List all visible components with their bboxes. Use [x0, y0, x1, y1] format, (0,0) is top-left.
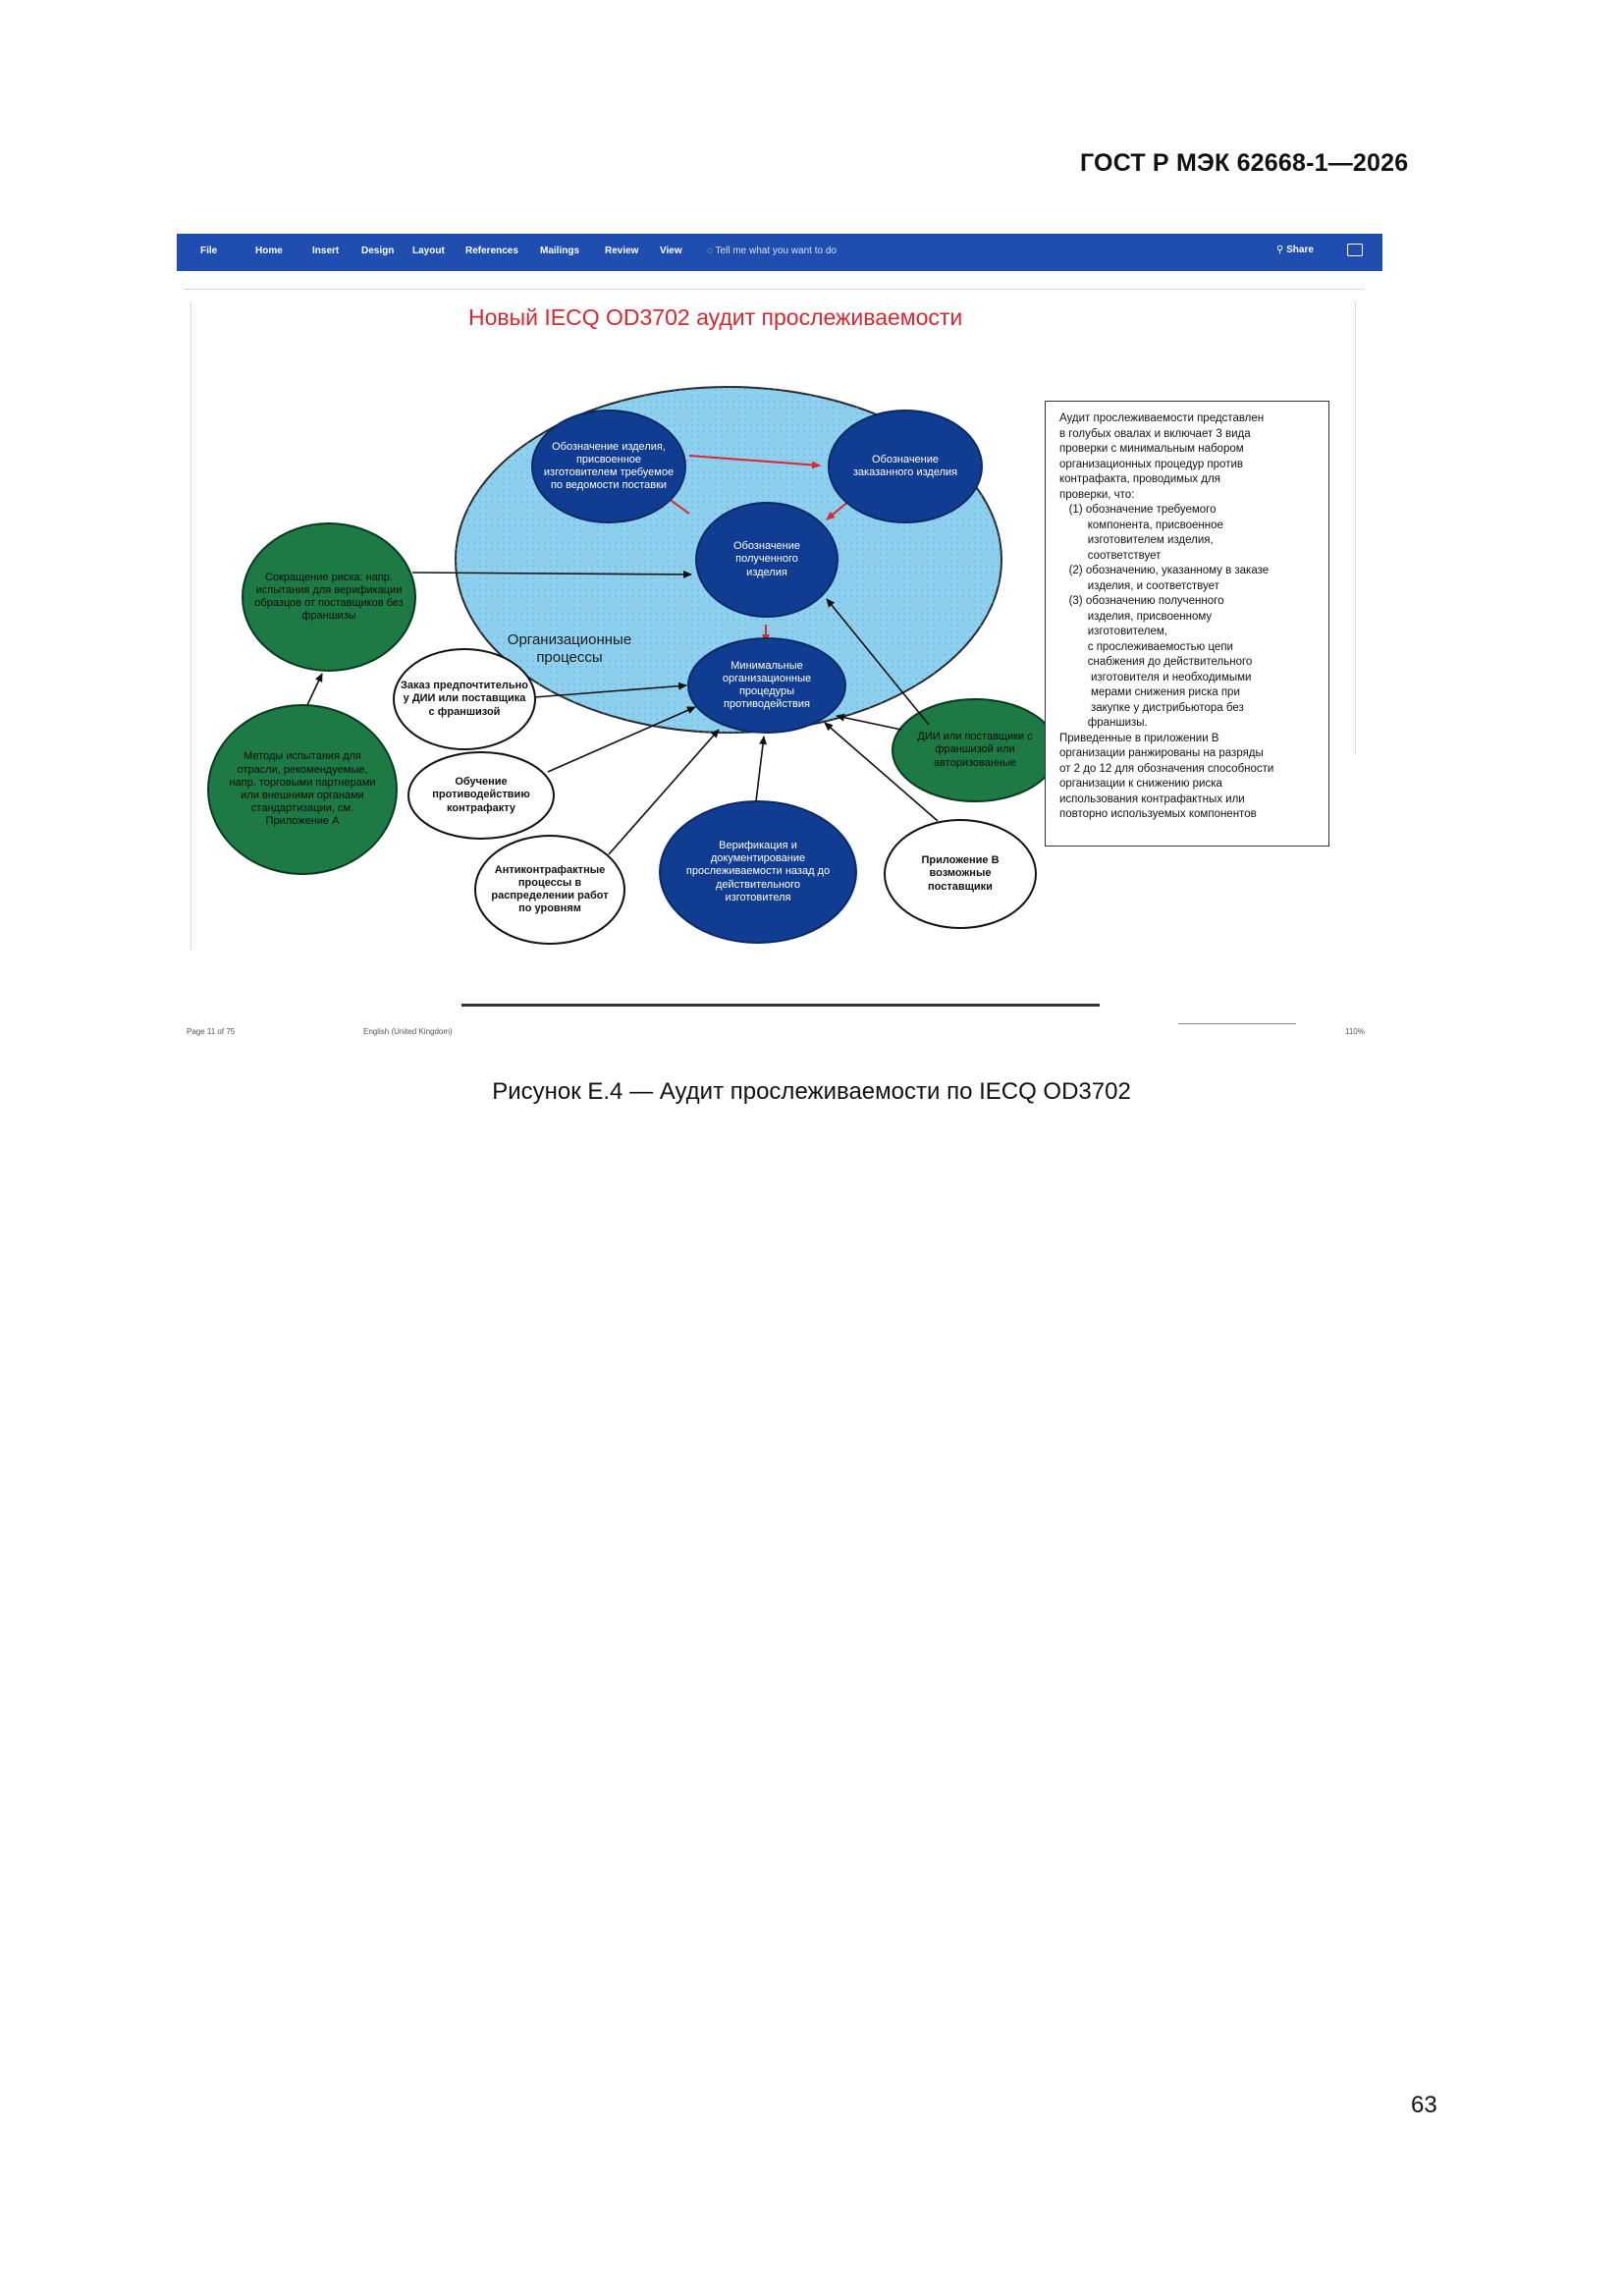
status-zoom[interactable]: 110% — [1345, 1027, 1365, 1036]
text-ordered-designation: Обозначение заказанного изделия — [852, 453, 958, 478]
info-line: использования контрафактных или — [1059, 793, 1245, 805]
info-line: проверки, что: — [1059, 488, 1135, 501]
info-line: мерами снижения риска при — [1059, 686, 1240, 699]
node-minimal-procedures — [687, 637, 846, 734]
node-training — [407, 751, 555, 840]
node-ordered-designation — [828, 410, 983, 523]
node-received-designation — [695, 502, 839, 618]
tab-review[interactable]: Review — [605, 246, 639, 256]
tab-design[interactable]: Design — [361, 246, 395, 256]
org-processes-label: Организационные процессы — [506, 631, 633, 667]
text-verification: Верификация и документирование прослежив… — [685, 840, 831, 903]
share-label: Share — [1286, 245, 1314, 255]
info-line: изготовителем изделия, — [1059, 534, 1214, 547]
page-divider — [461, 1004, 1100, 1007]
diagram-title: Новый IECQ OD3702 аудит прослеживаемости — [468, 304, 963, 330]
info-box: Аудит прослеживаемости представлен в гол… — [1045, 401, 1329, 847]
arrow-risk-to-received — [411, 570, 692, 578]
traceability-diagram — [207, 386, 1058, 945]
info-line: изделия, присвоенному — [1059, 610, 1213, 623]
text-minimal-procedures: Минимальные организационные процедуры пр… — [722, 659, 812, 711]
document-header-title: ГОСТ Р МЭК 62668-1—2026 — [1080, 149, 1409, 177]
node-test-methods — [207, 704, 398, 875]
arrow-order-to-minimal — [533, 682, 687, 698]
tab-view[interactable]: View — [660, 246, 682, 256]
arrow-manufacturer-to-ordered — [688, 455, 821, 469]
text-annex-b: Приложение В возможные поставщики — [921, 854, 1000, 893]
info-line: Приведенные в приложении В — [1059, 732, 1219, 744]
arrow-annexb-to-minimal — [824, 722, 939, 822]
tell-me-text: Tell me what you want to do — [715, 246, 837, 256]
info-line: соответствует — [1059, 549, 1162, 562]
tab-file[interactable]: File — [200, 246, 218, 256]
tab-insert[interactable]: Insert — [312, 246, 340, 256]
lightbulb-icon: ◌ — [707, 246, 716, 256]
tell-me-search[interactable]: ◌ Tell me what you want to do — [707, 246, 837, 256]
info-line: компонента, присвоенное — [1059, 519, 1223, 531]
status-language[interactable]: English (United Kingdom) — [363, 1027, 453, 1036]
node-annex-b — [884, 819, 1037, 929]
text-training: Обучение противодействию контрафакту — [432, 776, 530, 814]
text-anticounterfeit: Антиконтрафактные процессы в распределен… — [491, 863, 609, 915]
status-page[interactable]: Page 11 of 75 — [187, 1027, 236, 1036]
vertical-ruler[interactable] — [190, 302, 195, 951]
text-risk-reduction: Сокращение риска: напр. испытания для ве… — [254, 571, 404, 623]
org-label-line-1: Организационные — [507, 631, 632, 648]
info-line: закупке у дистрибьютора без — [1059, 701, 1244, 714]
node-verification — [659, 800, 857, 944]
tab-home[interactable]: Home — [255, 246, 283, 256]
arrow-methods-to-risk — [306, 673, 323, 706]
arrow-ordered-to-received — [826, 500, 850, 520]
info-line: снабжения до действительного — [1059, 656, 1253, 669]
info-line: (1) обозначение требуемого — [1059, 504, 1217, 517]
info-line: от 2 до 12 для обозначения способности — [1059, 762, 1274, 775]
share-button[interactable]: ⚲ Share — [1276, 245, 1314, 255]
word-window-screenshot: File Home Insert Design Layout Reference… — [177, 234, 1382, 1051]
zoom-slider[interactable] — [1178, 1023, 1296, 1032]
info-line: проверки с минимальным набором — [1059, 443, 1244, 456]
node-order-preferably — [393, 648, 536, 750]
info-line: контрафакта, проводимых для — [1059, 473, 1220, 486]
arrow-ocm-to-minimal — [836, 713, 902, 731]
text-received-designation: Обозначение полученного изделия — [732, 540, 801, 578]
word-status-bar: Page 11 of 75 English (United Kingdom) 1… — [177, 1021, 1382, 1039]
arrow-training-to-minimal — [547, 706, 696, 773]
arrow-verification-to-minimal — [755, 736, 768, 802]
info-line: в голубых овалах и включает 3 вида — [1059, 427, 1251, 440]
org-label-line-2: процессы — [536, 649, 603, 666]
figure-caption: Рисунок Е.4 — Аудит прослеживаемости по … — [492, 1078, 1131, 1105]
tab-mailings[interactable]: Mailings — [540, 246, 580, 256]
horizontal-ruler[interactable] — [185, 277, 1363, 290]
comments-icon[interactable] — [1347, 244, 1363, 256]
tab-layout[interactable]: Layout — [412, 246, 445, 256]
word-ribbon: File Home Insert Design Layout Reference… — [177, 234, 1382, 271]
info-line: организации ранжированы на разряды — [1059, 747, 1264, 760]
info-line: повторно используемых компонентов — [1059, 808, 1257, 821]
info-line: организации к снижению риска — [1059, 778, 1222, 791]
info-line: с прослеживаемостью цепи — [1059, 640, 1233, 653]
node-manufacturer-designation — [531, 410, 686, 523]
tab-references[interactable]: References — [465, 246, 518, 256]
info-line: (2) обозначению, указанному в заказе — [1059, 565, 1270, 577]
person-icon: ⚲ — [1276, 245, 1287, 255]
page-number: 63 — [1411, 2092, 1437, 2118]
text-order-preferably: Заказ предпочтительно у ДИИ или поставщи… — [401, 680, 528, 718]
info-line: Аудит прослеживаемости представлен — [1059, 412, 1265, 424]
text-test-methods: Методы испытания для отрасли, рекомендуе… — [229, 750, 376, 828]
text-ocm-franchised: ДИИ или поставщики с франшизой или автор… — [917, 731, 1033, 769]
info-line: изделия, и соответствует — [1059, 579, 1219, 592]
info-line: организационных процедур против — [1059, 458, 1243, 470]
info-line: изготовителя и необходимыми — [1059, 671, 1252, 683]
info-line: изготовителем, — [1059, 626, 1167, 638]
text-manufacturer-designation: Обозначение изделия, присвоенное изготов… — [543, 440, 675, 492]
node-risk-reduction — [242, 522, 416, 672]
right-margin-marks — [1355, 302, 1360, 754]
info-line: франшизы. — [1059, 717, 1148, 730]
arrow-anticounterfeit-to-minimal — [608, 729, 720, 855]
node-anticounterfeit — [474, 835, 625, 945]
arrow-ocm-to-received — [826, 598, 930, 726]
info-line: (3) обозначению полученного — [1059, 595, 1224, 608]
